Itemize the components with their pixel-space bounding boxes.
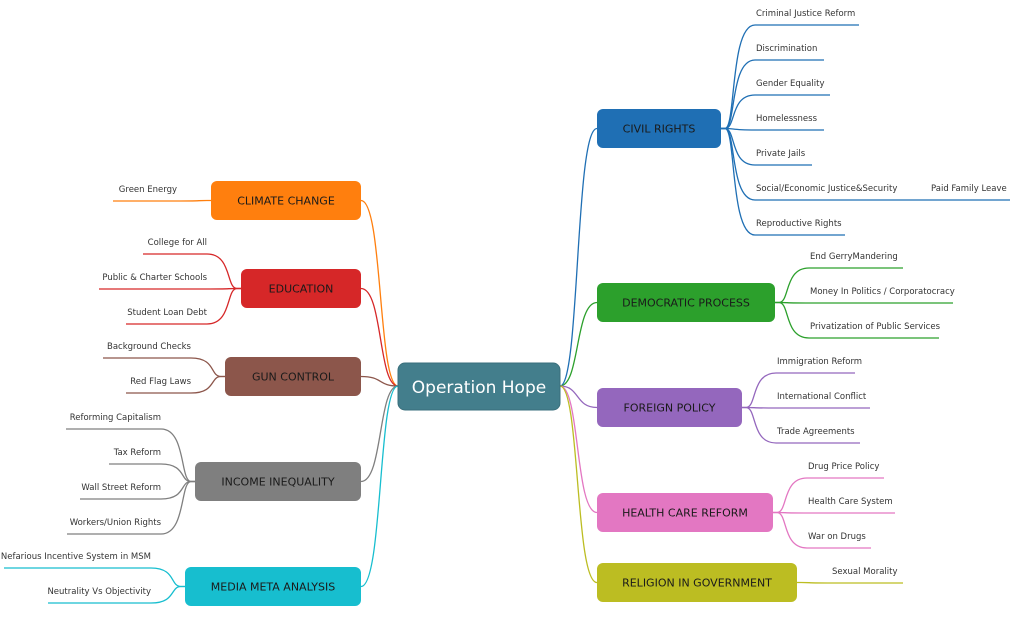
topic-health-care-reform[interactable]: HEALTH CARE REFORM [597, 493, 773, 532]
topic-income-inequality[interactable]: INCOME INEQUALITY [195, 462, 361, 501]
subtopic[interactable]: Money In Politics / Corporatocracy [775, 287, 955, 304]
subtopic-label: Public & Charter Schools [102, 273, 207, 283]
topic-civil-rights[interactable]: CIVIL RIGHTS [597, 109, 721, 148]
subtopic-label: Student Loan Debt [127, 308, 207, 318]
subtopic-label: War on Drugs [808, 532, 866, 542]
link-health-care-reform [559, 385, 598, 514]
subtopic[interactable]: Sexual Morality [797, 567, 903, 584]
subtopic[interactable]: Tax Reform [109, 448, 195, 483]
subtopic-label: Immigration Reform [777, 357, 862, 367]
link-income-inequality [360, 385, 399, 483]
subtopic-label: Sexual Morality [832, 567, 898, 577]
subtopic[interactable]: Workers/Union Rights [67, 480, 195, 535]
subtopic-label: Homelessness [756, 114, 818, 124]
topic-label: HEALTH CARE REFORM [622, 507, 748, 520]
subtopic-label: Money In Politics / Corporatocracy [810, 287, 955, 297]
subtopic-label: Workers/Union Rights [70, 518, 162, 528]
topic-media-meta-analysis[interactable]: MEDIA META ANALYSIS [185, 567, 361, 606]
subtopic-label: Nefarious Incentive System in MSM [1, 552, 151, 562]
subtopic[interactable]: Reproductive Rights [721, 127, 845, 236]
subtopic[interactable]: War on Drugs [773, 511, 871, 549]
link-education [360, 287, 399, 387]
topic-label: RELIGION IN GOVERNMENT [622, 577, 772, 590]
topic-label: EDUCATION [269, 283, 334, 296]
subtopic[interactable]: Public & Charter Schools [99, 273, 241, 290]
subtopic[interactable]: Red Flag Laws [126, 375, 225, 394]
topic-label: GUN CONTROL [252, 371, 335, 384]
subtopic[interactable]: Student Loan Debt [126, 287, 241, 325]
subtopic-label: Wall Street Reform [81, 483, 161, 493]
link-civil-rights [559, 127, 598, 387]
topic-label: CIVIL RIGHTS [623, 123, 696, 136]
subtopic-label: Health Care System [808, 497, 893, 507]
subtopic-label: Paid Family Leave [931, 184, 1007, 194]
subtopic-label: Reproductive Rights [756, 219, 842, 229]
topic-gun-control[interactable]: GUN CONTROL [225, 357, 361, 396]
subtopic-label: Red Flag Laws [130, 377, 191, 387]
subtopic-label: Tax Reform [113, 448, 161, 458]
subtopic-label: International Conflict [777, 392, 867, 402]
subtopic[interactable]: Wall Street Reform [80, 480, 195, 500]
subtopic[interactable]: Homelessness [721, 114, 824, 131]
subtopic[interactable]: Health Care System [773, 497, 895, 514]
subtopic-label: Private Jails [756, 149, 806, 159]
subtopic-label: Social/Economic Justice&Security [756, 184, 897, 194]
central-topic[interactable]: Operation Hope [397, 362, 561, 411]
subtopic-label: Background Checks [107, 342, 192, 352]
topic-democratic-process[interactable]: DEMOCRATIC PROCESS [597, 283, 775, 322]
topic-label: MEDIA META ANALYSIS [211, 581, 335, 594]
topic-religion-in-government[interactable]: RELIGION IN GOVERNMENT [597, 563, 797, 602]
link-religion-in-government [559, 385, 598, 584]
topic-label: FOREIGN POLICY [624, 402, 716, 415]
topic-foreign-policy[interactable]: FOREIGN POLICY [597, 388, 742, 427]
topic-climate-change[interactable]: CLIMATE CHANGE [211, 181, 361, 220]
subtopic[interactable]: International Conflict [742, 392, 870, 409]
subtopic-label: End GerryMandering [810, 252, 898, 262]
topic-label: INCOME INEQUALITY [221, 476, 334, 489]
subtopic-label: Privatization of Public Services [810, 322, 941, 332]
link-gun-control [360, 375, 399, 387]
topic-label: CLIMATE CHANGE [237, 195, 335, 208]
subtopic-label: Green Energy [119, 185, 177, 195]
link-climate-change [360, 199, 399, 387]
subtopic[interactable]: Privatization of Public Services [775, 301, 941, 339]
subtopic-label: Neutrality Vs Objectivity [47, 587, 151, 597]
subtopic-label: Criminal Justice Reform [756, 9, 855, 19]
subtopic-label: College for All [148, 238, 207, 248]
subtopic[interactable]: Social/Economic Justice&Security Paid Fam… [721, 127, 1010, 201]
subtopic[interactable]: Neutrality Vs Objectivity [47, 585, 185, 604]
subtopic[interactable]: Nefarious Incentive System in MSM [1, 552, 185, 588]
topic-label: DEMOCRATIC PROCESS [622, 297, 750, 310]
link-democratic-process [559, 301, 598, 387]
subtopic-label: Discrimination [756, 44, 817, 54]
subtopic[interactable]: Background Checks [103, 342, 225, 378]
subtopic-label: Trade Agreements [776, 427, 855, 437]
central-topic-label: Operation Hope [412, 378, 546, 398]
subtopic[interactable]: Trade Agreements [742, 406, 860, 444]
subtopic-label: Gender Equality [756, 79, 824, 89]
subtopic-label: Drug Price Policy [808, 462, 879, 472]
subtopic-label: Reforming Capitalism [70, 413, 161, 423]
link-foreign-policy [559, 385, 598, 409]
topic-education[interactable]: EDUCATION [241, 269, 361, 308]
subtopic[interactable]: Green Energy [113, 185, 211, 202]
link-media-meta-analysis [360, 385, 399, 588]
